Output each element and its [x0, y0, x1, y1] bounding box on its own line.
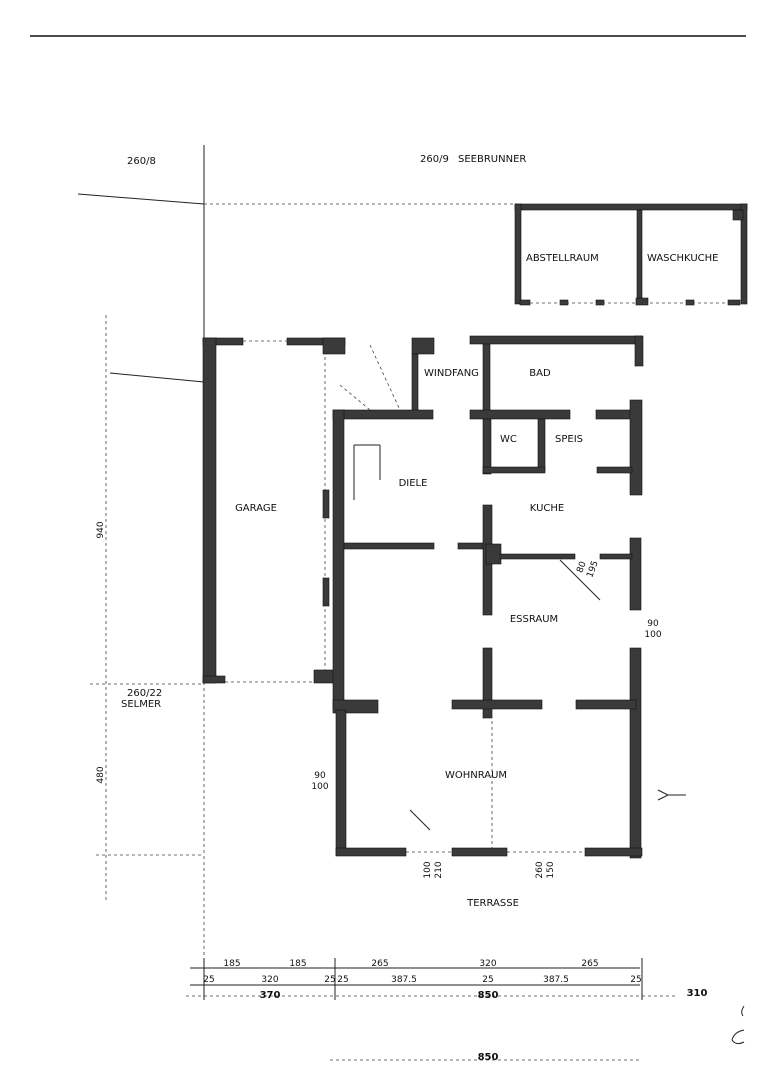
dim-row1-5: 265: [581, 959, 598, 969]
outbuilding: [514, 203, 748, 306]
plot-label-260-22: 260/22: [127, 688, 162, 699]
kitchen-door-height: 195: [585, 560, 600, 580]
dim-row2-4: 25: [337, 975, 348, 985]
room-wohnraum: WOHNRAUM: [445, 770, 507, 781]
dimension-940: 940: [96, 521, 106, 538]
room-abstellraum: ABSTELLRAUM: [526, 253, 599, 264]
dim-row1-3: 265: [371, 959, 388, 969]
terrace-door2-height: 150: [546, 861, 556, 878]
room-terrasse: TERRASSE: [466, 898, 519, 909]
room-garage: GARAGE: [235, 503, 277, 514]
dim-row2-5: 387.5: [391, 975, 417, 985]
dim-row2-1: 25: [203, 975, 214, 985]
garage-walls: [202, 337, 346, 684]
room-wc: WC: [500, 434, 517, 445]
room-bad: BAD: [529, 368, 551, 379]
dim-total-850: 850: [478, 990, 499, 1001]
room-kuche: KUCHE: [530, 503, 564, 514]
room-windfang: WINDFANG: [424, 368, 479, 379]
dim-total-370: 370: [260, 990, 281, 1001]
owner-seebrunner: SEEBRUNNER: [458, 154, 526, 165]
dim-row2-8: 25: [630, 975, 641, 985]
terrace-door2-width: 260: [535, 861, 545, 878]
handwritten-mark: [731, 1005, 745, 1045]
terrace-door1-height: 210: [434, 861, 444, 878]
dim-bottom-850: 850: [478, 1052, 499, 1063]
property-lines: [77, 145, 516, 1000]
wohn-window-width: 90: [314, 771, 326, 781]
room-speis: SPEIS: [555, 434, 583, 445]
dim-side-310: 310: [687, 988, 708, 999]
dim-row2-3: 25: [324, 975, 335, 985]
dim-row2-6: 25: [482, 975, 493, 985]
entry-arrow: [657, 789, 686, 801]
room-waschkuche: WASCHKUCHE: [647, 253, 718, 264]
plot-label-260-9: 260/9: [420, 154, 449, 165]
plot-label-260-8: 260/8: [127, 156, 156, 167]
dim-row1-1: 185: [223, 959, 240, 969]
room-diele: DIELE: [399, 478, 428, 489]
dim-row1-2: 185: [289, 959, 306, 969]
kitchen-door-width: 80: [575, 560, 588, 574]
dimension-480: 480: [96, 766, 106, 783]
dim-row2-2: 320: [261, 975, 278, 985]
terrace-door1-width: 100: [423, 861, 433, 878]
wohn-window-height: 100: [311, 782, 328, 792]
dim-row2-7: 387.5: [543, 975, 569, 985]
house-walls: [322, 335, 644, 859]
dimension-lines: [186, 958, 678, 1061]
room-essraum: ESSRAUM: [510, 614, 558, 625]
essraum-window-height: 100: [644, 630, 661, 640]
owner-selmer: SELMER: [121, 699, 161, 710]
dim-row1-4: 320: [479, 959, 496, 969]
essraum-window-width: 90: [647, 619, 659, 629]
